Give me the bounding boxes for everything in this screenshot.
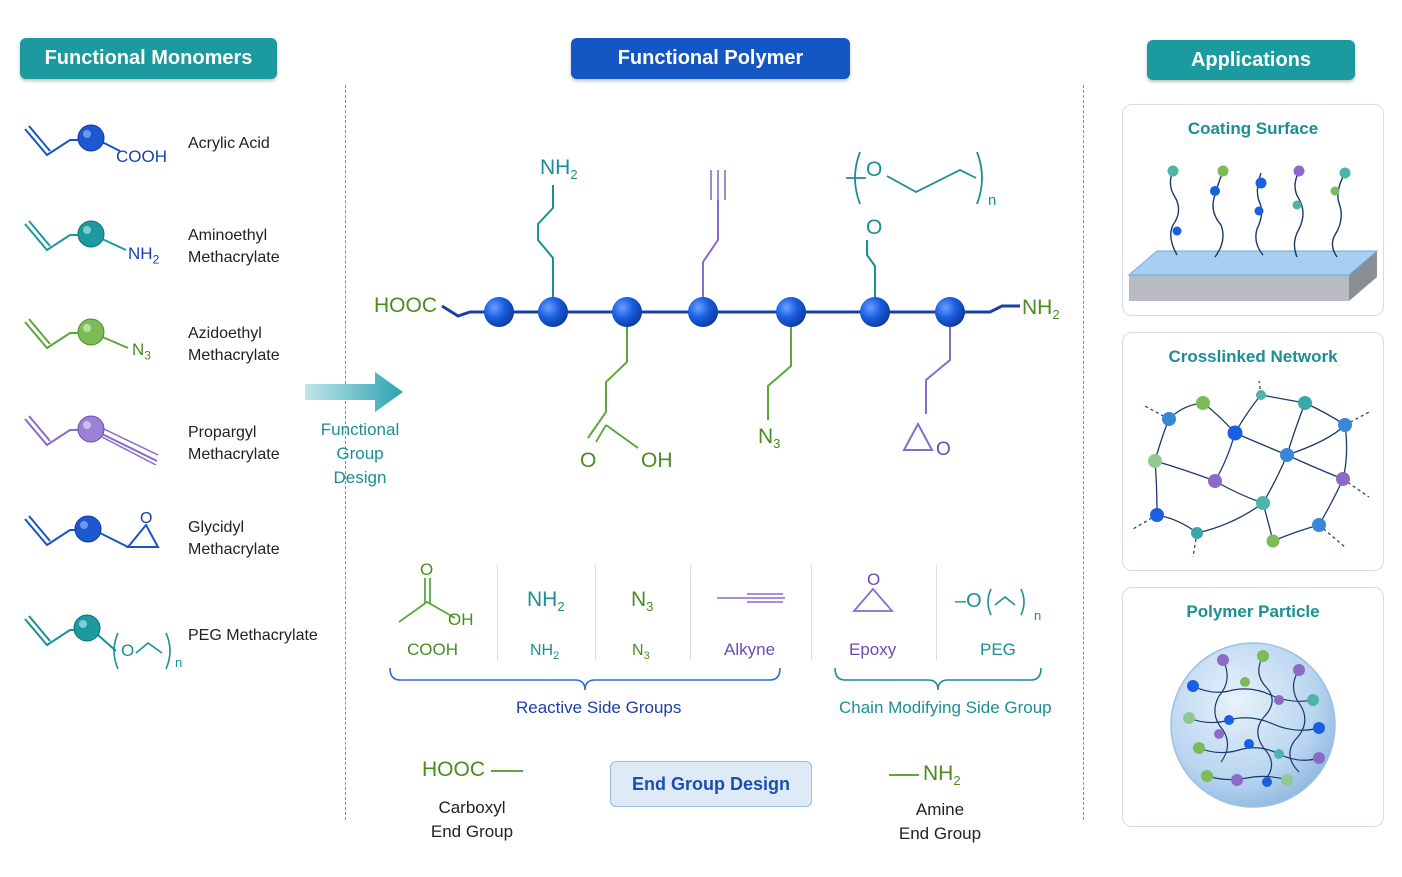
end-group-carboxyl-bond xyxy=(491,770,523,772)
legend-epoxy-label: Epoxy xyxy=(849,640,897,659)
azidoethyl-structure xyxy=(24,318,129,350)
monomer-group-label: NH2 xyxy=(128,244,160,267)
aminoethyl-structure xyxy=(24,220,127,252)
app-title: Coating Surface xyxy=(1187,119,1319,138)
polymer-right-end: NH2 xyxy=(1022,296,1060,323)
right-divider xyxy=(1083,85,1084,820)
design-arrow xyxy=(305,370,405,415)
app-title: Polymer Particle xyxy=(1186,602,1320,621)
monomer-group-label: N3 xyxy=(132,340,151,363)
app-card-particle[interactable]: Polymer Particle xyxy=(1122,587,1384,827)
legend-amine-symbol: NH2 xyxy=(527,588,565,615)
legend-peg-symbol: –O xyxy=(955,590,982,612)
monomer-group-label: COOH xyxy=(116,147,167,166)
side-group-icons xyxy=(398,578,785,623)
glycidyl-structure xyxy=(24,515,160,548)
monomer-name: PEG Methacrylate xyxy=(188,627,318,644)
reactive-groups-caption: Reactive Side Groups xyxy=(516,698,682,717)
peg-oxygen-label: O xyxy=(121,641,135,660)
legend-azide-label: N3 xyxy=(632,642,650,663)
end-group-carboxyl-formula: HOOC xyxy=(422,758,485,781)
peg-repeat-label: n xyxy=(175,655,183,670)
legend-peg-repeat: n xyxy=(1034,608,1042,623)
app-title: Crosslinked Network xyxy=(1168,347,1338,366)
legend-braces xyxy=(389,668,1042,691)
legend-amine-label: NH2 xyxy=(530,642,560,663)
polymer-peg-ether-oxygen: O xyxy=(866,216,883,239)
polymer-peg-repeat: n xyxy=(988,192,997,209)
end-group-design-button[interactable]: End Group Design xyxy=(610,761,812,807)
legend-epoxy-oxygen: O xyxy=(867,570,881,589)
monomer-peg: O n PEG Methacrylate xyxy=(20,605,330,675)
end-group-amine-formula: NH2 xyxy=(923,762,961,789)
monomers-header: Functional Monomers xyxy=(20,38,277,79)
peg-structure xyxy=(24,614,171,670)
monomer-group-label: O xyxy=(140,510,153,527)
polymer-amine-side: NH2 xyxy=(540,156,578,183)
legend-acid-hydroxyl: OH xyxy=(448,610,474,629)
chain-modifying-caption: Chain Modifying Side Group xyxy=(839,698,1052,717)
legend-separator xyxy=(811,565,812,660)
end-group-amine-bond xyxy=(889,774,919,776)
legend-epoxy-ring xyxy=(852,587,894,612)
acrylic-acid-structure xyxy=(24,124,121,157)
legend-cooh-label: COOH xyxy=(407,640,458,659)
polymer-acid-hydroxyl: OH xyxy=(641,449,673,472)
polymer-peg-oxygen: O xyxy=(866,158,883,181)
legend-separator xyxy=(595,565,596,660)
coating-surface-illustration xyxy=(1127,165,1379,301)
polymer-epoxy-oxygen: O xyxy=(936,439,951,460)
legend-alkyne-label: Alkyne xyxy=(724,640,776,659)
propargyl-structure xyxy=(24,415,159,465)
monomer-acrylic-acid: COOH Acrylic Acid xyxy=(20,115,330,185)
polymer-backbone-diagram xyxy=(441,151,1020,451)
polymer-header: Functional Polymer xyxy=(571,38,850,79)
legend-peg-repeat-bracket xyxy=(987,588,1025,616)
app-card-coating[interactable]: Coating Surface xyxy=(1122,104,1384,316)
app-card-network[interactable]: Crosslinked Network xyxy=(1122,332,1384,571)
polymer-particle-illustration xyxy=(1170,642,1336,808)
legend-separator xyxy=(690,565,691,660)
left-divider xyxy=(345,85,346,820)
legend-peg-label: PEG xyxy=(980,640,1016,659)
polymer-left-end: HOOC xyxy=(374,294,437,317)
monomer-name: Acrylic Acid xyxy=(188,135,270,152)
polymer-azide: N3 xyxy=(758,425,781,452)
crosslinked-network-illustration xyxy=(1132,380,1372,558)
legend-acid-oxygen: O xyxy=(420,560,434,579)
legend-separator xyxy=(936,565,937,660)
applications-header: Applications xyxy=(1147,40,1355,80)
legend-azide-symbol: N3 xyxy=(631,588,654,615)
legend-separator xyxy=(497,565,498,660)
polymer-acid-oxygen: O xyxy=(580,449,597,472)
